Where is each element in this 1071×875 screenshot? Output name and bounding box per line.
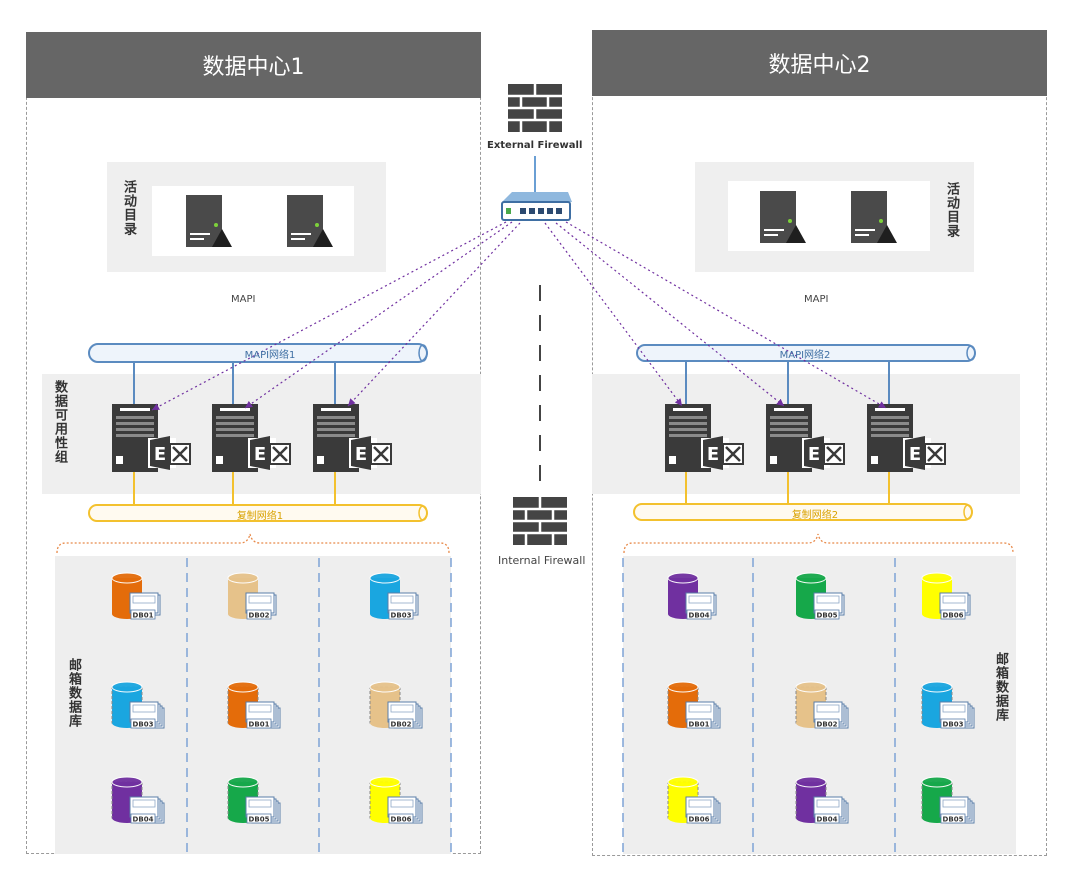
dc1-title: 数据中心1 bbox=[26, 32, 481, 98]
dc2-db-0-2: DB06 bbox=[921, 572, 971, 620]
dc1-mapi-label: MAPI bbox=[231, 294, 256, 305]
dc2-db-2-1-label: DB04 bbox=[817, 816, 838, 824]
router-icon bbox=[501, 192, 572, 221]
dc1-db-0-0-label: DB01 bbox=[133, 612, 154, 620]
dc2-db-1-0: DB01 bbox=[667, 681, 721, 729]
dag-label: 数据可用性组 bbox=[52, 380, 67, 464]
dc1-ad-label: 活动目录 bbox=[121, 180, 136, 236]
dc2-db-1-2-label: DB03 bbox=[943, 721, 964, 729]
internal-firewall-label: Internal Firewall bbox=[498, 554, 586, 567]
dc1-db-2-0: DB04 bbox=[111, 776, 165, 824]
dc1-db-1-0-label: DB03 bbox=[133, 721, 154, 729]
dc2-mapi-net-label: MAPI网络2 bbox=[779, 350, 831, 361]
dc1-db-1-2: DB02 bbox=[369, 681, 423, 729]
external-firewall-icon bbox=[506, 82, 564, 134]
dc1-db-0-2: DB03 bbox=[369, 572, 419, 620]
dc1-mapi-pipe bbox=[88, 343, 428, 363]
dc1-db-1-2-label: DB02 bbox=[391, 721, 412, 729]
dc2-repl-pipe bbox=[633, 503, 973, 521]
dc1-db-0-1: DB02 bbox=[227, 572, 277, 620]
dc1-db-2-0-label: DB04 bbox=[133, 816, 154, 824]
dc2-db-2-1: DB04 bbox=[795, 776, 849, 824]
dc2-db-0-0: DB04 bbox=[667, 572, 717, 620]
external-firewall-label: External Firewall bbox=[487, 140, 583, 151]
dc1-db-1-1-label: DB01 bbox=[249, 721, 270, 729]
dc2-db-0-0-label: DB04 bbox=[689, 612, 710, 620]
dc1-db-0-0: DB01 bbox=[111, 572, 161, 620]
dc2-mapi-pipe bbox=[636, 344, 976, 362]
dc1-db-1-0: DB03 bbox=[111, 681, 165, 729]
dc1-db-2-1-label: DB05 bbox=[249, 816, 270, 824]
dc2-ad-label: 活动目录 bbox=[944, 182, 959, 238]
dc2-db-1-2: DB03 bbox=[921, 681, 975, 729]
dc1-db-1-1: DB01 bbox=[227, 681, 281, 729]
dc2-db-2-2: DB05 bbox=[921, 776, 975, 824]
dc1-mapi-net-label: MAPI网络1 bbox=[244, 350, 296, 361]
dc1-repl-pipe bbox=[88, 504, 428, 522]
dc2-db-2-0-label: DB06 bbox=[689, 816, 710, 824]
dc1-db-2-2-label: DB06 bbox=[391, 816, 412, 824]
dc1-mailbox-label: 邮箱数据库 bbox=[66, 658, 81, 728]
dc1-repl-net-label: 复制网络1 bbox=[236, 511, 284, 522]
dc1-db-2-2: DB06 bbox=[369, 776, 423, 824]
dc2-db-0-2-label: DB06 bbox=[943, 612, 964, 620]
dc1-db-2-1: DB05 bbox=[227, 776, 281, 824]
dc2-mailbox-label: 邮箱数据库 bbox=[993, 652, 1008, 722]
dc2-db-0-1: DB05 bbox=[795, 572, 845, 620]
dc2-mapi-label: MAPI bbox=[804, 294, 829, 305]
dc1-db-0-2-label: DB03 bbox=[391, 612, 412, 620]
dc1-db-0-1-label: DB02 bbox=[249, 612, 270, 620]
dc2-repl-net-label: 复制网络2 bbox=[791, 510, 839, 521]
internal-firewall-icon bbox=[511, 495, 569, 547]
dc2-db-1-1-label: DB02 bbox=[817, 721, 838, 729]
dc2-db-2-2-label: DB05 bbox=[943, 816, 964, 824]
dc2-db-1-1: DB02 bbox=[795, 681, 849, 729]
dc2-title: 数据中心2 bbox=[592, 30, 1047, 96]
dc2-db-2-0: DB06 bbox=[667, 776, 721, 824]
dc2-db-1-0-label: DB01 bbox=[689, 721, 710, 729]
dc2-db-0-1-label: DB05 bbox=[817, 612, 838, 620]
